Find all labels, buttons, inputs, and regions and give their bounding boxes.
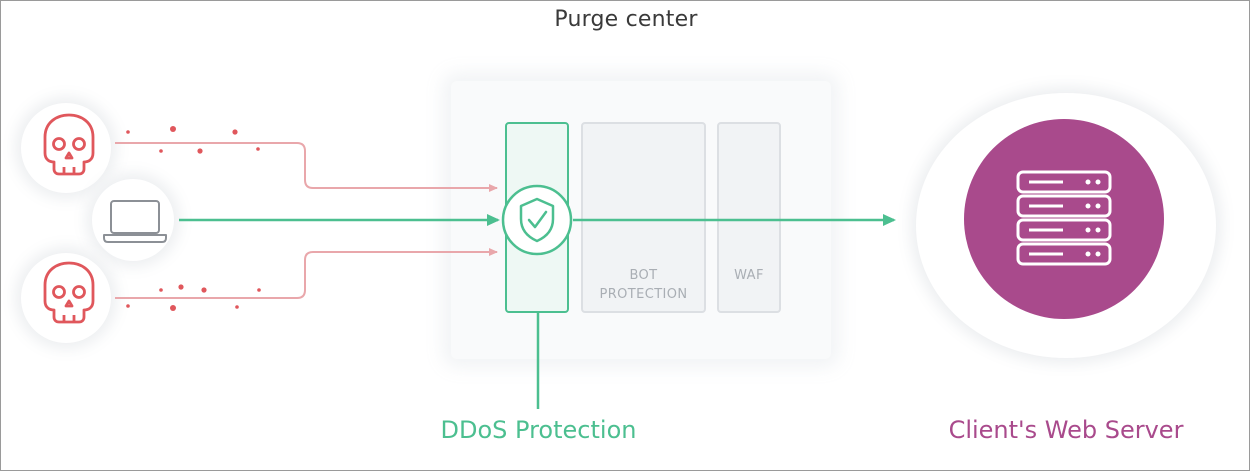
ddos-protection-label: DDoS Protection: [440, 416, 637, 444]
malicious-particles-top: [126, 126, 260, 154]
server-label: Client's Web Server: [948, 416, 1184, 444]
waf-label: WAF: [734, 268, 764, 283]
bot-protection-label-line2: PROTECTION: [599, 287, 688, 302]
attacker-node-top: [21, 103, 111, 193]
skull-icon: [43, 261, 95, 324]
server-icon: [964, 119, 1164, 319]
bot-protection-label: BOT PROTECTION: [581, 266, 706, 304]
attacker-node-bottom: [21, 253, 111, 343]
skull-icon: [43, 113, 95, 176]
bot-protection-module: [581, 122, 706, 313]
malicious-path-top: [115, 142, 498, 192]
laptop-icon: [103, 200, 167, 243]
diagram-title: Purge center: [554, 7, 698, 32]
waf-module: [717, 122, 781, 313]
bot-protection-label-line1: BOT: [629, 268, 658, 283]
malicious-path-bottom: [115, 248, 498, 299]
malicious-particles-bottom: [126, 284, 261, 311]
client-node: [92, 179, 174, 261]
shield-check-icon: [501, 184, 573, 256]
